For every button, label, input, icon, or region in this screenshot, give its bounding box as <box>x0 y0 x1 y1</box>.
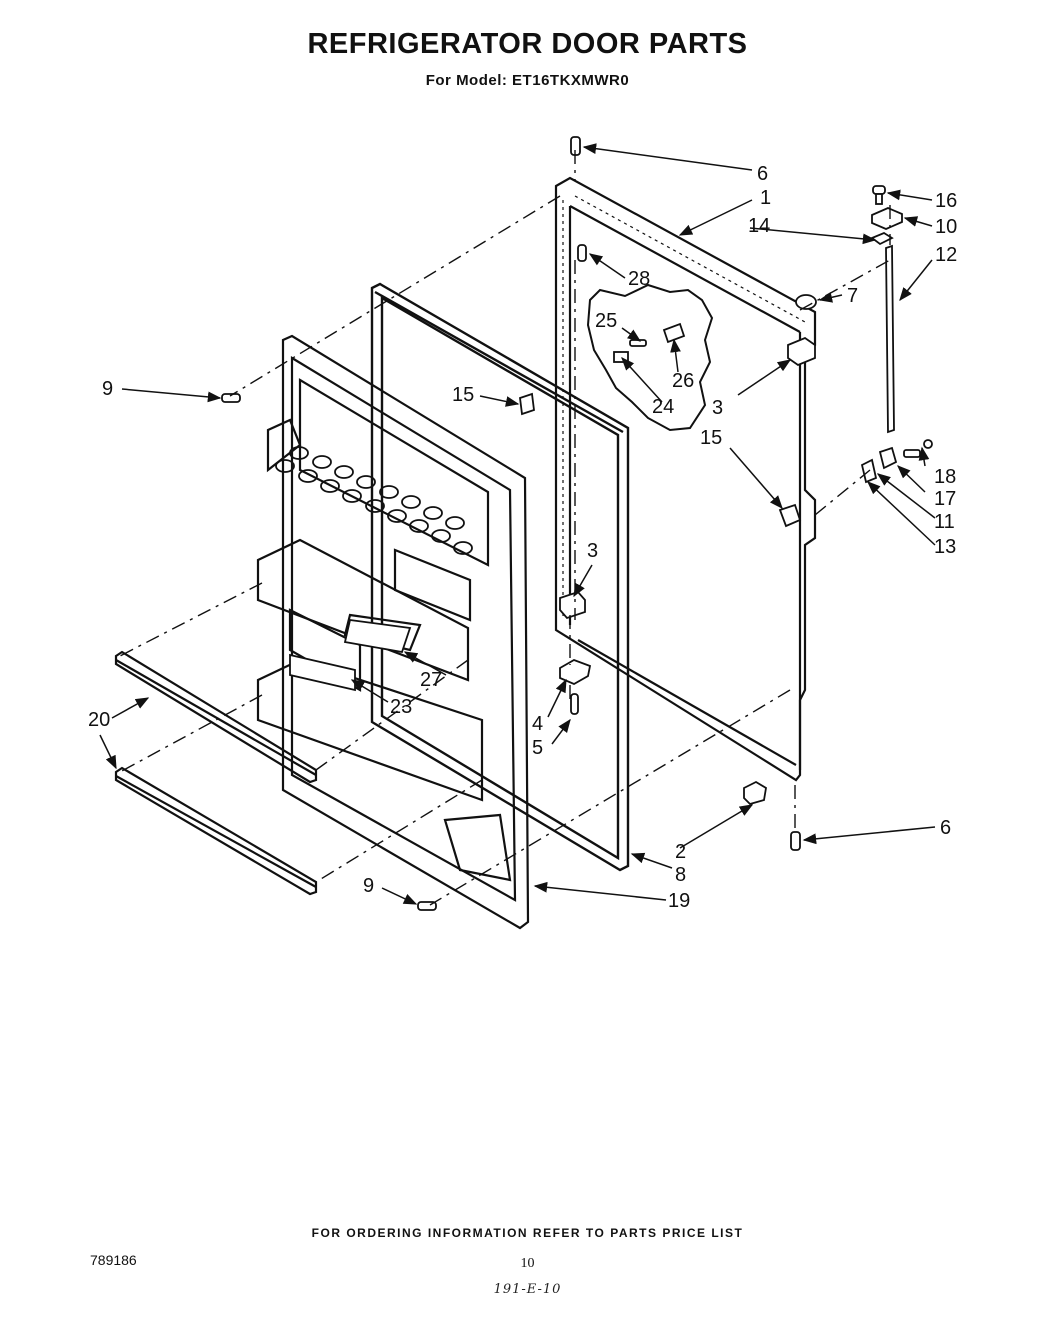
model-subtitle: For Model: ET16TKXMWR0 <box>425 72 630 89</box>
callout-16: 16 <box>935 190 957 212</box>
callout-10: 10 <box>935 216 957 238</box>
callout-26: 26 <box>672 370 694 392</box>
callout-12: 12 <box>935 244 957 266</box>
assembly-dashed-lines <box>119 150 891 906</box>
handwritten-code: 191-E-10 <box>493 1282 562 1297</box>
callout-8: 8 <box>675 864 686 886</box>
callout-19: 19 <box>668 890 690 912</box>
callout-17: 17 <box>934 488 956 510</box>
callout-13: 13 <box>934 536 956 558</box>
callout-3-bottom: 3 <box>587 540 598 562</box>
callout-leaders <box>99 143 936 905</box>
document-number: 789186 <box>90 1252 137 1268</box>
callout-7: 7 <box>847 285 858 307</box>
callout-3-top: 3 <box>712 397 723 419</box>
callout-15-right: 15 <box>700 427 722 449</box>
page-number: 10 <box>520 1256 535 1271</box>
callout-28: 28 <box>628 268 650 290</box>
outer-door-panel <box>554 176 817 782</box>
shelf-rails <box>114 650 318 896</box>
callout-27: 27 <box>420 669 442 691</box>
callout-23: 23 <box>390 696 412 718</box>
hardware-parts <box>221 136 933 911</box>
callout-9-bottom: 9 <box>363 875 374 897</box>
callout-1: 1 <box>760 187 771 209</box>
callout-18: 18 <box>934 466 956 488</box>
callout-11: 11 <box>934 511 955 533</box>
panel-dotted-edge <box>562 195 806 620</box>
callout-5: 5 <box>532 737 543 759</box>
callout-9-top: 9 <box>102 378 113 400</box>
callout-20: 20 <box>88 709 110 731</box>
egg-holder-cups <box>275 446 473 555</box>
callout-4: 4 <box>532 713 543 735</box>
callout-labels: 6 1 14 16 10 12 7 28 25 26 24 3 15 15 9 … <box>88 163 957 912</box>
callout-6-top: 6 <box>757 163 768 185</box>
callout-14: 14 <box>748 215 770 237</box>
cutaway-detail-outline <box>586 283 714 432</box>
callout-24: 24 <box>652 396 674 418</box>
door-gasket <box>370 282 630 872</box>
callout-2: 2 <box>675 841 686 863</box>
ordering-note: FOR ORDERING INFORMATION REFER TO PARTS … <box>311 1226 744 1240</box>
callout-6-bottom: 6 <box>940 817 951 839</box>
callout-15-left: 15 <box>452 384 474 406</box>
page-title: REFRIGERATOR DOOR PARTS <box>307 28 748 60</box>
callout-25: 25 <box>595 310 617 332</box>
